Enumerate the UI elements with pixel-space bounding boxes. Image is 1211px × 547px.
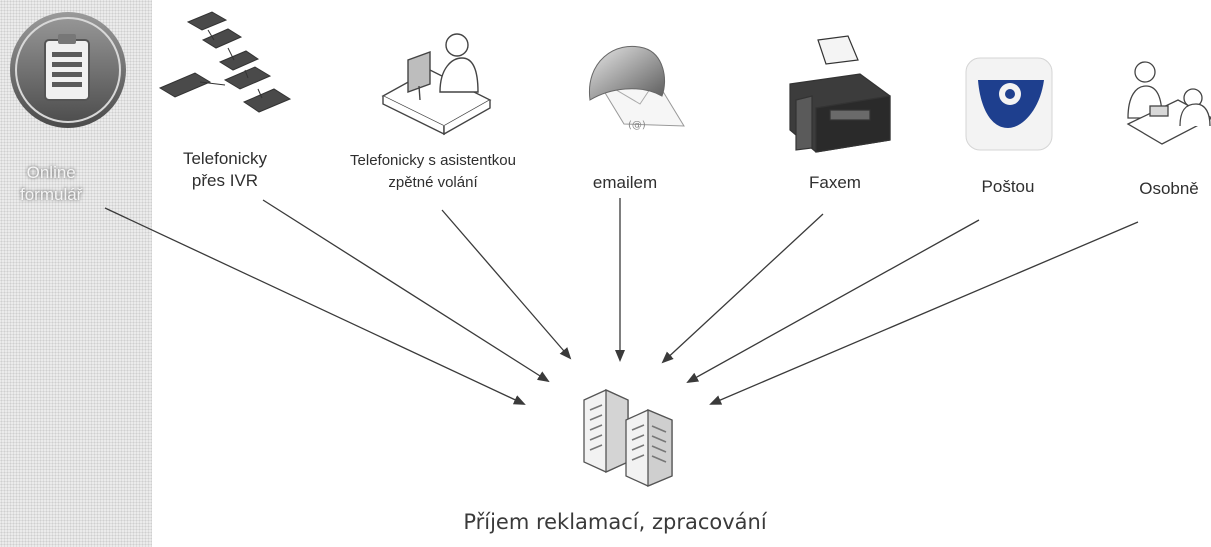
- label-online-line2: formulář: [20, 185, 83, 204]
- label-post: Poštou: [968, 176, 1048, 198]
- fax-icon: [789, 35, 891, 153]
- form-icon: [10, 12, 126, 128]
- label-fax-line1: Faxem: [809, 173, 861, 192]
- buildings-icon: [583, 388, 673, 487]
- arrow-fax: [661, 213, 824, 364]
- label-post-line1: Poštou: [981, 177, 1035, 196]
- label-online: Online formulář: [20, 162, 82, 206]
- label-ivr-line1: Telefonicky: [182, 149, 268, 168]
- label-fax: Faxem: [795, 172, 875, 194]
- email-icon: (@): [588, 46, 685, 131]
- label-personal-line1: Osobně: [1139, 179, 1199, 198]
- label-personal: Osobně: [1130, 178, 1208, 200]
- svg-text:(@): (@): [628, 120, 646, 131]
- arrows: [104, 198, 1139, 405]
- arrow-online: [104, 207, 526, 405]
- label-email-line1: emailem: [592, 173, 658, 192]
- counter-icon: [1126, 61, 1211, 145]
- arrow-assistant: [441, 209, 572, 360]
- arrow-personal: [709, 221, 1139, 405]
- label-email: emailem: [580, 172, 670, 194]
- label-online-line1: Online: [26, 163, 76, 182]
- label-ivr: Telefonicky přes IVR: [170, 148, 280, 192]
- arrow-ivr: [262, 199, 550, 383]
- label-assistant-line1: Telefonicky s asistentkou: [350, 152, 516, 169]
- operator-icon: [381, 33, 492, 136]
- post-horn-icon: [965, 57, 1053, 151]
- ivr-flow-icon: [158, 11, 292, 113]
- label-ivr-line2: přes IVR: [191, 171, 259, 190]
- label-assistant-line2: zpětné volání: [388, 174, 478, 191]
- arrow-post: [686, 219, 980, 383]
- target-label: Příjem reklamací, zpracování: [463, 510, 767, 534]
- label-assistant: Telefonicky s asistentkou zpětné volání: [318, 150, 548, 194]
